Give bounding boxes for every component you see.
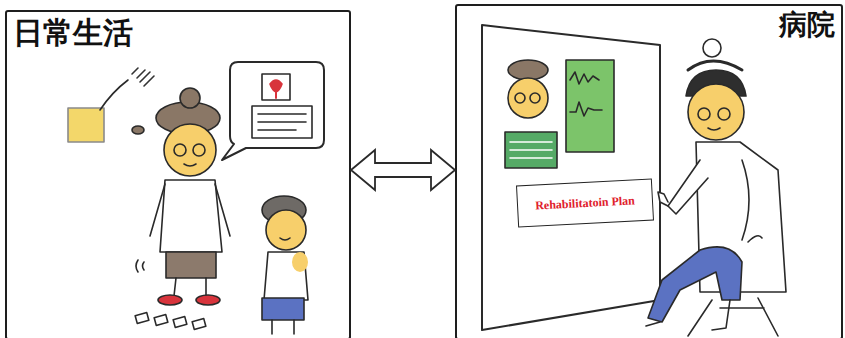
child-face	[266, 210, 306, 250]
scene-heading: 病院	[457, 6, 841, 45]
health-icon	[275, 88, 277, 98]
report-lines	[258, 114, 306, 130]
floor-sensor	[154, 315, 168, 326]
glasses	[174, 144, 186, 156]
feet	[646, 300, 730, 330]
child-hand	[292, 252, 308, 272]
plan-title: Rehabilitatoin Plan	[535, 193, 635, 213]
patient-hair	[508, 60, 548, 80]
mouth	[184, 164, 196, 166]
table-rows	[510, 142, 552, 158]
glasses	[193, 144, 205, 156]
stethoscope	[742, 160, 762, 242]
shoe	[196, 295, 220, 305]
double-arrow	[351, 150, 455, 190]
sensor-wire	[100, 80, 128, 110]
floor-sensor	[173, 317, 187, 328]
glasses	[718, 108, 730, 120]
chart-signal	[570, 72, 602, 116]
icon-box	[262, 74, 290, 100]
sensor	[68, 108, 104, 142]
glasses	[515, 93, 525, 103]
shirt	[160, 180, 222, 252]
doctor-arm	[668, 160, 708, 214]
daily-life-scene	[68, 62, 324, 334]
head-mirror	[703, 39, 721, 57]
floor-sensor	[135, 313, 149, 324]
hair-clip	[132, 126, 144, 134]
plan-card: Rehabilitatoin Plan	[516, 178, 654, 227]
legs	[174, 278, 206, 296]
child-shirt	[264, 252, 308, 300]
child-legs	[272, 320, 294, 334]
floor-sensor	[192, 319, 206, 330]
doctor-face	[688, 84, 744, 140]
doctor-mouth	[708, 128, 720, 130]
stool	[688, 298, 778, 336]
scene-panel: 日常生活	[5, 10, 351, 338]
signal-waves	[132, 68, 154, 86]
hospital-scene	[482, 25, 786, 336]
data-table	[505, 132, 557, 168]
scene-heading: 日常生活	[7, 12, 349, 53]
head-band	[688, 61, 742, 70]
hair-bun	[180, 88, 200, 108]
face	[164, 124, 216, 176]
patient-face	[508, 78, 548, 118]
data-chart	[566, 60, 614, 152]
floor-sensors	[135, 313, 206, 330]
shorts	[166, 252, 216, 278]
glasses	[530, 93, 540, 103]
glasses	[698, 108, 710, 120]
shoe	[158, 295, 182, 305]
scene-panel: 病院 Rehabilitatoin Plan	[455, 4, 843, 338]
report-card	[252, 106, 312, 138]
pointing-hand	[658, 192, 668, 206]
child-shorts	[262, 298, 304, 320]
pressure-waves	[136, 260, 144, 272]
arms	[150, 184, 230, 236]
child-mouth	[280, 238, 290, 240]
display-board	[482, 25, 660, 330]
speech-bubble	[222, 62, 324, 160]
